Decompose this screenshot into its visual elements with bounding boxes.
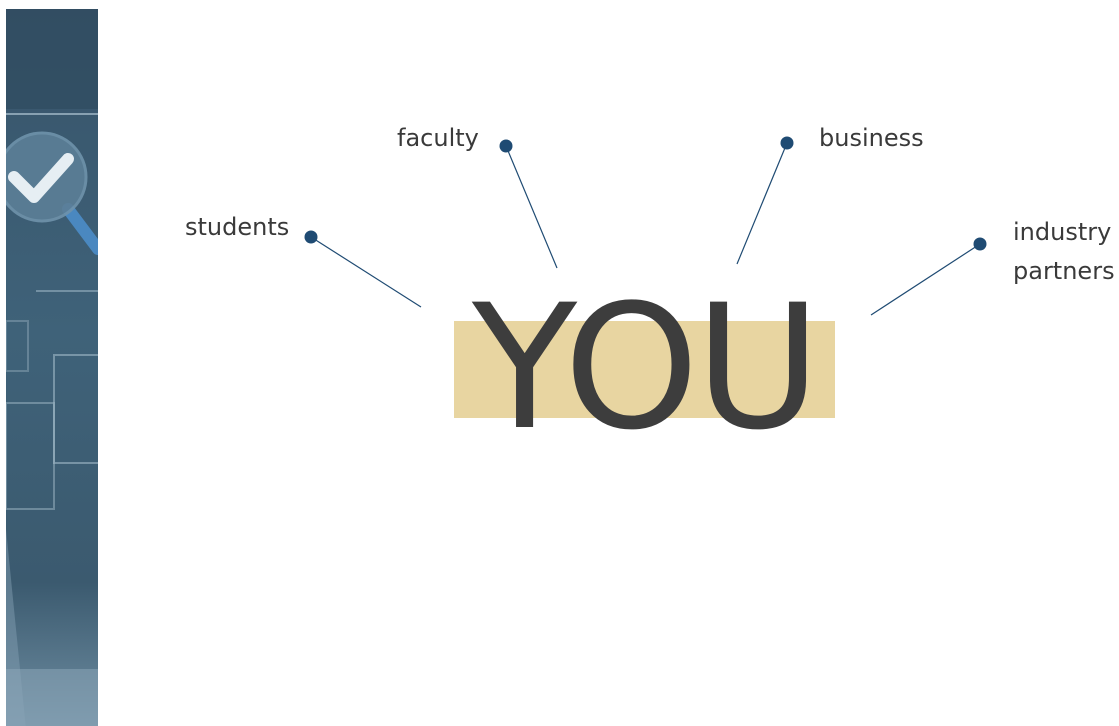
label-industry-partners: industry partners <box>1013 218 1115 285</box>
label-faculty: faculty <box>397 124 479 152</box>
connector-dot-faculty <box>499 139 513 153</box>
side-image <box>6 9 98 726</box>
side-image-panel <box>6 9 98 726</box>
connector-dot-business <box>780 136 794 150</box>
connector-line-students <box>310 236 422 308</box>
connector-dot-industry-partners <box>973 237 987 251</box>
center-highlight <box>454 321 835 418</box>
connector-line-faculty <box>505 145 558 269</box>
label-business: business <box>819 124 924 152</box>
connector-line-industry-partners <box>870 243 981 316</box>
center-word: YOU <box>472 267 821 468</box>
magnifier-check-icon <box>6 131 98 255</box>
connector-line-business <box>736 142 788 265</box>
connector-dot-students <box>304 230 318 244</box>
label-students: students <box>185 213 290 241</box>
